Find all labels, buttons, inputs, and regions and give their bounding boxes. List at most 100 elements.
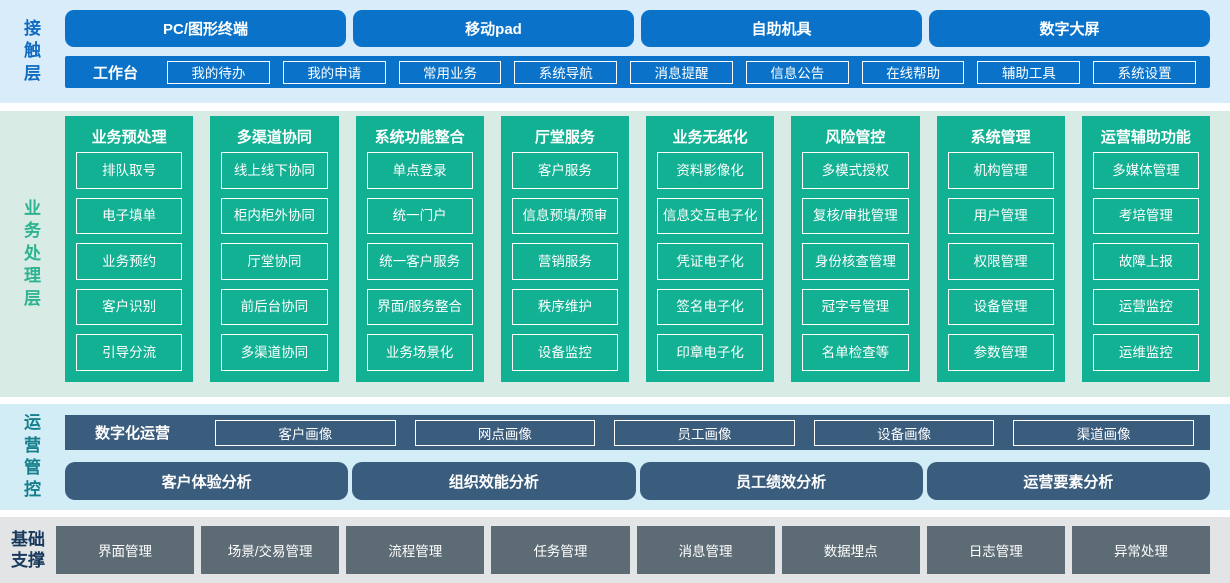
workbench-bar: 工作台 我的待办我的申请常用业务系统导航消息提醒信息公告在线帮助辅助工具系统设置 [65, 56, 1210, 88]
column-items: 线上线下协同柜内柜外协同厅堂协同前后台协同多渠道协同 [221, 152, 328, 371]
column-item: 设备监控 [511, 334, 618, 371]
workbench-item: 我的待办 [167, 60, 270, 84]
column-item: 电子填单 [76, 197, 183, 235]
column-item: 秩序维护 [511, 288, 618, 326]
column-item: 印章电子化 [657, 334, 764, 371]
base-item: 任务管理 [491, 526, 630, 574]
column-item: 多模式授权 [802, 152, 909, 189]
business-column: 厅堂服务客户服务信息预填/预审营销服务秩序维护设备监控 [500, 116, 629, 382]
column-item: 用户管理 [947, 197, 1054, 235]
workbench-item: 系统导航 [514, 60, 618, 84]
column-item: 单点登录 [366, 152, 473, 189]
column-item: 界面/服务整合 [366, 288, 473, 326]
business-layer-label: 业务处理层 [24, 198, 41, 308]
column-title: 系统功能整合 [374, 129, 465, 146]
column-item: 签名电子化 [657, 288, 764, 326]
business-layer-band: 业务处理层 业务预处理排队取号电子填单业务预约客户识别引导分流多渠道协同线上线下… [0, 111, 1230, 397]
column-items: 多模式授权复核/审批管理身份核查管理冠字号管理名单检查等 [802, 152, 909, 371]
column-item: 故障上报 [1092, 243, 1199, 280]
column-item: 考培管理 [1092, 197, 1199, 235]
column-title: 厅堂服务 [534, 129, 595, 146]
column-item: 客户识别 [76, 288, 183, 326]
column-title: 业务无纸化 [672, 129, 748, 146]
business-layer-label-wrap: 业务处理层 [0, 111, 65, 397]
column-item: 统一客户服务 [366, 243, 473, 280]
workbench-item: 在线帮助 [861, 60, 965, 84]
column-item: 业务场景化 [366, 334, 473, 371]
column-item: 参数管理 [947, 334, 1054, 371]
column-item: 前后台协同 [221, 288, 328, 326]
business-columns: 业务预处理排队取号电子填单业务预约客户识别引导分流多渠道协同线上线下协同柜内柜外… [65, 111, 1230, 397]
touch-layer-label-wrap: 接触层 [0, 0, 65, 103]
ops-layer-band: 运营管控 数字化运营 客户画像网点画像员工画像设备画像渠道画像 客户体验分析组织… [0, 404, 1230, 510]
column-items: 资料影像化信息交互电子化凭证电子化签名电子化印章电子化 [657, 152, 764, 371]
business-column: 运营辅助功能多媒体管理考培管理故障上报运营监控运维监控 [1081, 116, 1210, 382]
column-item: 权限管理 [947, 243, 1054, 280]
column-item: 凭证电子化 [657, 243, 764, 280]
base-item: 界面管理 [56, 526, 195, 574]
base-layer-band: 基础支撑 界面管理场景/交易管理流程管理任务管理消息管理数据埋点日志管理异常处理 [0, 517, 1230, 583]
base-layer-label-wrap: 基础支撑 [0, 517, 56, 583]
column-item: 信息交互电子化 [657, 197, 764, 235]
business-column: 风险管控多模式授权复核/审批管理身份核查管理冠字号管理名单检查等 [791, 116, 920, 382]
analysis-box: 运营要素分析 [926, 462, 1210, 500]
base-item: 场景/交易管理 [201, 526, 340, 574]
column-title: 多渠道协同 [236, 129, 312, 146]
column-item: 运营监控 [1092, 288, 1199, 326]
base-item: 消息管理 [636, 526, 775, 574]
column-item: 资料影像化 [657, 152, 764, 189]
column-item: 复核/审批管理 [802, 197, 909, 235]
column-item: 运维监控 [1092, 334, 1199, 371]
channel-box: 数字大屏 [929, 10, 1210, 47]
column-item: 名单检查等 [802, 334, 909, 371]
column-item: 信息预填/预审 [511, 197, 618, 235]
column-item: 柜内柜外协同 [221, 197, 328, 235]
base-layer-items: 界面管理场景/交易管理流程管理任务管理消息管理数据埋点日志管理异常处理 [56, 517, 1230, 583]
workbench-item: 系统设置 [1093, 60, 1197, 84]
profile-box: 设备画像 [813, 419, 995, 446]
digital-ops-bar: 数字化运营 客户画像网点画像员工画像设备画像渠道画像 [65, 415, 1210, 450]
digital-ops-items: 客户画像网点画像员工画像设备画像渠道画像 [215, 419, 1194, 446]
workbench-items: 我的待办我的申请常用业务系统导航消息提醒信息公告在线帮助辅助工具系统设置 [167, 60, 1197, 84]
business-column: 业务无纸化资料影像化信息交互电子化凭证电子化签名电子化印章电子化 [646, 116, 775, 382]
ops-layer-content: 数字化运营 客户画像网点画像员工画像设备画像渠道画像 客户体验分析组织效能分析员… [65, 404, 1230, 510]
analysis-box: 组织效能分析 [352, 462, 636, 500]
column-items: 单点登录统一门户统一客户服务界面/服务整合业务场景化 [366, 152, 473, 371]
base-layer-label: 基础支撑 [11, 529, 45, 570]
column-item: 统一门户 [366, 197, 473, 235]
profile-box: 客户画像 [215, 419, 396, 446]
workbench-item: 消息提醒 [630, 60, 733, 84]
column-item: 营销服务 [511, 243, 618, 280]
column-items: 机构管理用户管理权限管理设备管理参数管理 [947, 152, 1054, 371]
column-item: 排队取号 [76, 152, 183, 189]
column-title: 运营辅助功能 [1100, 129, 1191, 146]
column-items: 排队取号电子填单业务预约客户识别引导分流 [76, 152, 183, 371]
analysis-box: 客户体验分析 [65, 462, 349, 500]
column-title: 系统管理 [970, 129, 1031, 146]
business-column: 业务预处理排队取号电子填单业务预约客户识别引导分流 [65, 116, 194, 382]
column-title: 风险管控 [825, 129, 886, 146]
column-items: 客户服务信息预填/预审营销服务秩序维护设备监控 [511, 152, 618, 371]
profile-box: 渠道画像 [1013, 419, 1194, 446]
touch-layer-label: 接触层 [24, 18, 41, 83]
column-item: 客户服务 [511, 152, 618, 189]
analysis-row: 客户体验分析组织效能分析员工绩效分析运营要素分析 [65, 462, 1210, 500]
column-item: 冠字号管理 [802, 288, 909, 326]
column-item: 业务预约 [76, 243, 183, 280]
column-title: 业务预处理 [91, 129, 167, 146]
base-item: 日志管理 [926, 526, 1065, 574]
workbench-item: 信息公告 [745, 60, 849, 84]
column-items: 多媒体管理考培管理故障上报运营监控运维监控 [1092, 152, 1199, 371]
business-column: 多渠道协同线上线下协同柜内柜外协同厅堂协同前后台协同多渠道协同 [210, 116, 339, 382]
workbench-item: 辅助工具 [977, 60, 1081, 84]
ops-layer-label-wrap: 运营管控 [0, 404, 65, 510]
business-column: 系统管理机构管理用户管理权限管理设备管理参数管理 [936, 116, 1065, 382]
profile-box: 员工画像 [614, 419, 795, 446]
column-item: 身份核查管理 [802, 243, 909, 280]
analysis-box: 员工绩效分析 [639, 462, 923, 500]
column-item: 设备管理 [947, 288, 1054, 326]
